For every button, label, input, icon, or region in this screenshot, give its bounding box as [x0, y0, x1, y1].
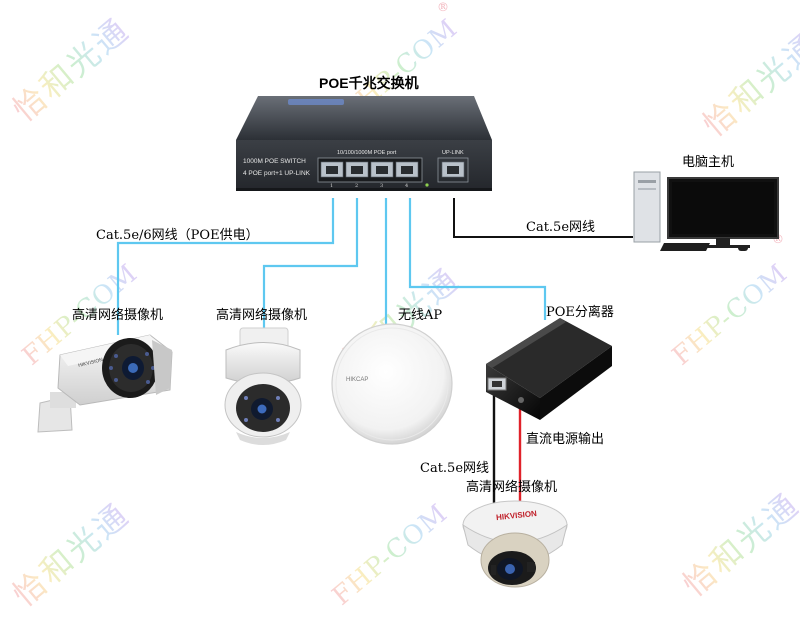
switch-model-line1: 1000M POE SWITCH: [243, 158, 306, 165]
poe-cables: [116, 198, 547, 335]
bullet-camera: [37, 334, 173, 433]
switch-port-number: 3: [380, 183, 384, 189]
cable-port4-poe-splitter: [408, 198, 547, 320]
computer: [633, 171, 779, 251]
switch-port-number: 4: [405, 183, 409, 189]
dome-camera-label: 高清网络摄像机: [466, 480, 558, 495]
switch-title: POE千兆交换机: [319, 75, 419, 91]
ptz-camera: [224, 327, 302, 445]
switch-model-line2: 4 POE port+1 UP-LINK: [243, 170, 311, 177]
dome-camera: [462, 500, 568, 588]
poe-splitter-label: POE分离器: [546, 305, 614, 320]
cable-port2-ptz-camera: [262, 198, 359, 330]
splitter-cable-label: Cat.5e网线: [420, 461, 490, 476]
bullet-camera-label: 高清网络摄像机: [72, 308, 164, 323]
poe-cable-label: Cat.5e/6网线（POE供电）: [96, 228, 259, 243]
switch-ports-caption: 10/100/1000M POE port: [337, 150, 397, 156]
watermark-reg: ®: [437, 0, 449, 14]
poe-switch: [236, 96, 492, 191]
wireless-ap-label: 无线AP: [398, 308, 443, 323]
ap-brand-logo: HIKCAP: [346, 377, 369, 383]
ptz-camera-label: 高清网络摄像机: [216, 308, 308, 323]
cable-uplink-pc: [453, 198, 633, 238]
wireless-ap: [331, 323, 453, 445]
uplink-cable-label: Cat.5e网线: [526, 220, 596, 235]
cable-port1-bullet-camera: [116, 198, 335, 335]
pc-label: 电脑主机: [682, 155, 735, 170]
switch-port-number: 2: [355, 183, 359, 189]
switch-port-number: 1: [330, 183, 334, 189]
dc-output-label: 直流电源输出: [526, 432, 605, 447]
poe-splitter-device: [486, 318, 612, 420]
switch-uplink-caption: UP-LINK: [442, 150, 464, 156]
